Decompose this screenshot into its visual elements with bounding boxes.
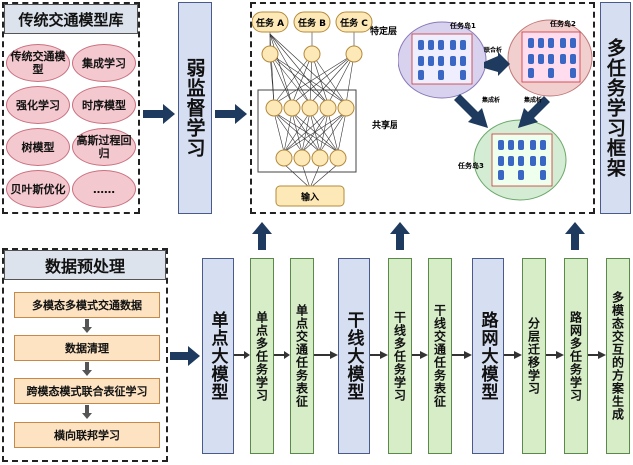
task-a-box: [252, 11, 289, 33]
network-panel: [250, 2, 595, 214]
shared-layer-label: 共享层: [372, 119, 397, 131]
shared-node: [283, 99, 301, 117]
shared-layer-frame: [257, 89, 357, 173]
task-c-box: [335, 11, 373, 33]
model-item: 时序模型: [72, 86, 136, 124]
stage-single-point-mtl: 单点多任务学习: [250, 258, 274, 454]
arrow-right-icon: [143, 104, 175, 124]
preprocess-step: 多模态多模式交通数据: [14, 292, 160, 318]
specific-layer-label: 特定层: [370, 25, 397, 37]
preprocess-step: 数据清理: [14, 335, 160, 361]
preprocess-panel: [2, 248, 168, 462]
shared-node: [293, 149, 311, 167]
model-item: 树模型: [6, 128, 70, 166]
task-island-graph: 任务岛1 任务岛2 任务岛3 联合析 集成析 集成析: [398, 19, 593, 201]
model-item: 高斯过程回归: [72, 128, 136, 166]
specific-node: [303, 45, 321, 63]
stage-scheme-generation: 多模态交互的方案生成: [606, 258, 630, 454]
shared-node: [337, 99, 355, 117]
specific-node: [345, 45, 363, 63]
arrow-right-icon: [215, 104, 247, 124]
multitask-framework-box: 多任务学习框架: [600, 2, 631, 214]
shared-node: [275, 149, 293, 167]
task-island-1-label: 任务岛1: [449, 21, 476, 30]
arrow-down-icon: [82, 362, 92, 376]
model-item: 集成学习: [72, 44, 136, 82]
task-island-3-label: 任务岛3: [457, 161, 484, 170]
shared-node: [329, 149, 347, 167]
input-box: [275, 185, 345, 207]
preprocess-step: 跨模态模式联合表征学习: [14, 378, 160, 404]
arrow-left-icon: [454, 94, 488, 128]
arrow-right-icon: [518, 96, 550, 128]
stage-single-point-model: 单点大模型: [202, 258, 234, 454]
task-island-2-label: 任务岛2: [549, 19, 576, 28]
shared-node: [301, 99, 319, 117]
stage-network-model: 路网大模型: [472, 258, 504, 454]
shared-node: [265, 99, 283, 117]
model-item: 贝叶斯优化: [6, 170, 70, 208]
stage-arterial-mtl: 干线多任务学习: [388, 258, 412, 454]
input-label: 输入: [301, 191, 319, 203]
task-a-label: 任务 A: [255, 17, 284, 29]
arrow-up-icon: [565, 222, 585, 250]
arrow-top-icon: [484, 52, 510, 76]
model-library-panel: [2, 2, 140, 214]
arrow-right-icon: [170, 346, 200, 366]
specific-node: [261, 45, 279, 63]
shared-node: [311, 149, 329, 167]
model-library-title: 传统交通模型库: [4, 4, 138, 34]
stage-hierarchical-transfer: 分层迁移学习: [522, 258, 546, 454]
arrow-down-icon: [82, 319, 92, 333]
stage-arterial-repr: 干线交通任务表征: [428, 258, 452, 454]
task-b-box: [293, 11, 331, 33]
preprocess-title: 数据预处理: [4, 250, 166, 280]
stage-single-point-repr: 单点交通任务表征: [290, 258, 314, 454]
arrow-up-icon: [390, 222, 410, 250]
task-b-label: 任务 B: [297, 17, 326, 29]
arrow-right-label: 集成析: [523, 96, 542, 104]
arrow-up-icon: [252, 222, 272, 250]
model-item: 传统交通模型: [6, 44, 70, 82]
pipeline-connectors: [234, 351, 606, 359]
model-item: 强化学习: [6, 86, 70, 124]
shared-node: [319, 99, 337, 117]
arrow-left-label: 集成析: [481, 96, 500, 104]
arrow-top-label: 联合析: [484, 46, 502, 54]
arrow-down-icon: [82, 405, 92, 419]
task-c-label: 任务 C: [339, 17, 368, 29]
preprocess-step: 横向联邦学习: [14, 422, 160, 448]
model-item: ……: [72, 170, 136, 208]
stage-network-mtl: 路网多任务学习: [564, 258, 588, 454]
stage-arterial-model: 干线大模型: [338, 258, 370, 454]
weak-supervision-box: 弱监督学习: [178, 2, 212, 214]
neural-network-diagram: 任务 A 任务 B 任务 C 特定层 共享层 输入: [252, 11, 397, 207]
